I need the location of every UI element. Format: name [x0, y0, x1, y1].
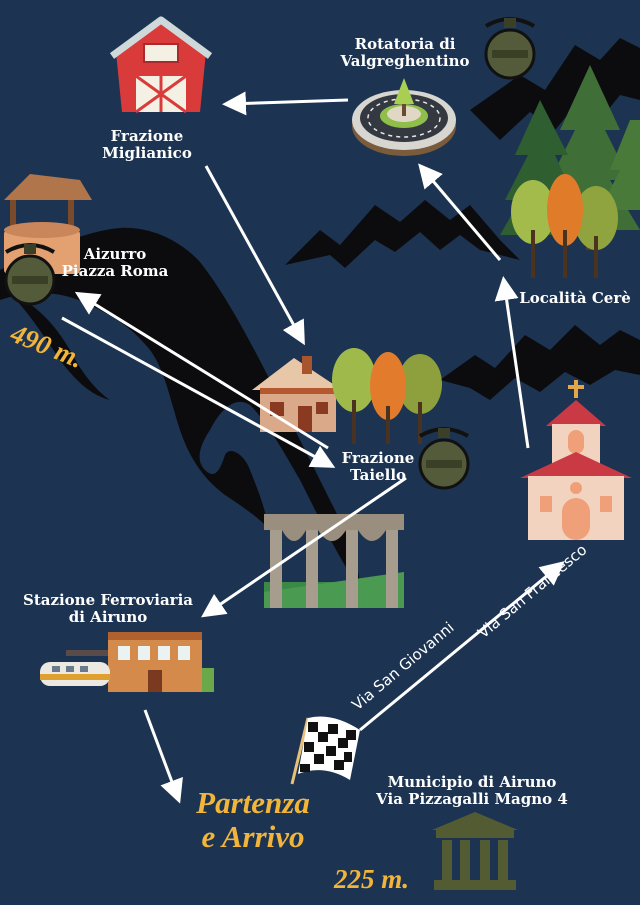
mountain-lower-right	[440, 325, 640, 400]
label-stazione: Stazione Ferroviaria di Airuno	[22, 591, 193, 626]
arrow-to-stazione	[201, 476, 407, 618]
checkered-flag-icon	[290, 716, 360, 785]
arrow-to-start	[143, 709, 183, 804]
arrow-via-san-francesco	[359, 561, 565, 732]
town-hall-icon	[432, 812, 518, 890]
label-miglianico: Frazione Miglianico	[102, 127, 192, 162]
black-ridge-tail	[0, 285, 110, 400]
label-municipio: Municipio di Airuno Via Pizzagalli Magno…	[376, 773, 568, 808]
aqueduct-icon	[264, 514, 404, 608]
arrow-to-taiello	[204, 165, 305, 346]
arrow-to-aizurro	[74, 291, 329, 450]
black-ridge	[0, 227, 360, 591]
church-icon	[520, 380, 632, 540]
mountain-middle	[285, 200, 520, 268]
canteen-icon	[484, 17, 536, 80]
arrow-to-miglianico	[222, 91, 349, 116]
label-cere: Località Cerè	[519, 289, 631, 307]
barn-icon	[109, 16, 213, 114]
canteen-icon	[4, 243, 56, 306]
altitude-low: 225 m.	[334, 864, 410, 894]
arrow-to-rotatoria	[418, 163, 502, 261]
canteen-icon	[418, 427, 470, 490]
label-rotatoria: Rotatoria di Valgreghentino	[340, 35, 470, 70]
autumn-trees-icon	[511, 174, 618, 278]
house-icon	[252, 356, 342, 432]
train-station-icon	[40, 632, 214, 692]
start-finish-label: Partenza e Arrivo	[196, 785, 310, 854]
arrow-to-cere	[494, 276, 530, 449]
roundabout-icon	[352, 78, 456, 156]
label-taiello: Frazione Taiello	[341, 449, 415, 484]
label-aizurro: Aizurro Piazza Roma	[61, 245, 169, 280]
arrow-from-aizurro	[61, 316, 336, 468]
trees-icon	[332, 348, 442, 444]
